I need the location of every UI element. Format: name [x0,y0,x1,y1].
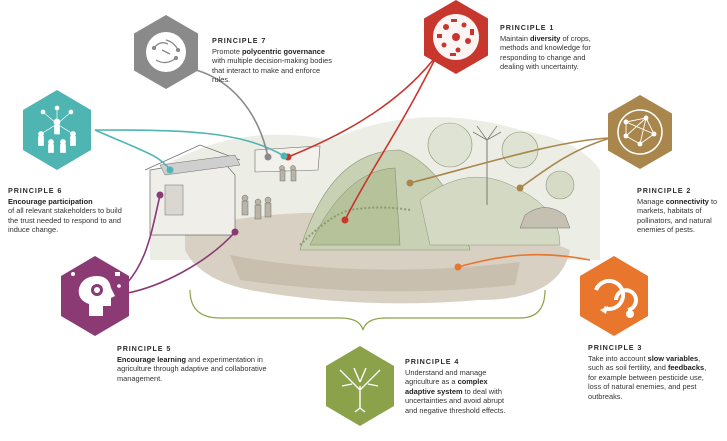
principle-1-title: PRINCIPLE 1 [500,23,555,32]
principle-3-text: PRINCIPLE 3 Take into account slow varia… [588,343,716,402]
principle-7-body: with multiple decision-making bodies tha… [212,56,332,85]
principle-3-hexagon [580,256,648,336]
principle-7-title: PRINCIPLE 7 [212,36,267,45]
polycentric-hands-icon [151,39,181,64]
principle-6-body: of all relevant stakeholders to build th… [8,206,122,235]
principle-4-body: to deal with uncertainties and avoid abr… [405,386,506,415]
principle-5-body: experimentation in agriculture through a… [117,354,267,383]
principle-2-keyword: connectivity [665,196,709,206]
principle-5-title: PRINCIPLE 5 [117,344,172,353]
principle-1-body: methods and knowledge for responding to … [500,43,591,72]
connector-dots [156,152,524,271]
principle-7-keyword: polycentric governance [242,46,325,56]
people-network-icon [38,105,76,153]
principle-5-keyword: Encourage learning [117,354,186,364]
principle-6-title: PRINCIPLE 6 [8,186,63,195]
principle-5-text: PRINCIPLE 5 Encourage learning and exper… [117,344,267,383]
principle-4-keyword: complex adaptive system [405,377,488,396]
principle-3-title: PRINCIPLE 3 [588,343,643,352]
principle-1-keyword: diversity [530,33,561,43]
principle-4-title: PRINCIPLE 4 [405,357,460,366]
network-diversity-icon [437,19,474,56]
principle-5-hexagon [61,256,129,336]
principle-3-keyword-2: feedbacks [667,363,705,373]
principle-4-text: PRINCIPLE 4 Understand and manage agricu… [405,357,515,416]
principle-7-text: PRINCIPLE 7 Promote polycentric governan… [212,36,340,85]
connector-lines [94,54,611,331]
feedback-cycle-icon [594,279,638,312]
principle-3-body: for example between pesticide use, loss … [588,372,704,401]
principle-6-text: PRINCIPLE 6 Encourage participation of a… [8,186,126,235]
principle-2-hexagon [608,95,672,169]
principle-6-keyword: Encourage participation [8,196,93,206]
principle-2-title: PRINCIPLE 2 [637,186,692,195]
connectivity-globe-icon [623,115,657,147]
principle-4-hexagon [326,346,394,426]
principle-3-keyword: slow variables [647,353,699,363]
principle-6-hexagon [23,90,91,170]
principle-2-body: to markets, habitats of pollinators, and… [637,196,718,235]
learning-head-icon [71,272,121,316]
principle-7-hexagon [134,15,198,89]
principle-1-hexagon [424,0,488,74]
principle-1-text: PRINCIPLE 1 Maintain diversity of crops,… [500,23,610,72]
landscape-scene [144,117,600,304]
principle-2-text: PRINCIPLE 2 Manage connectivity to marke… [637,186,723,235]
tree-icon [339,367,381,413]
